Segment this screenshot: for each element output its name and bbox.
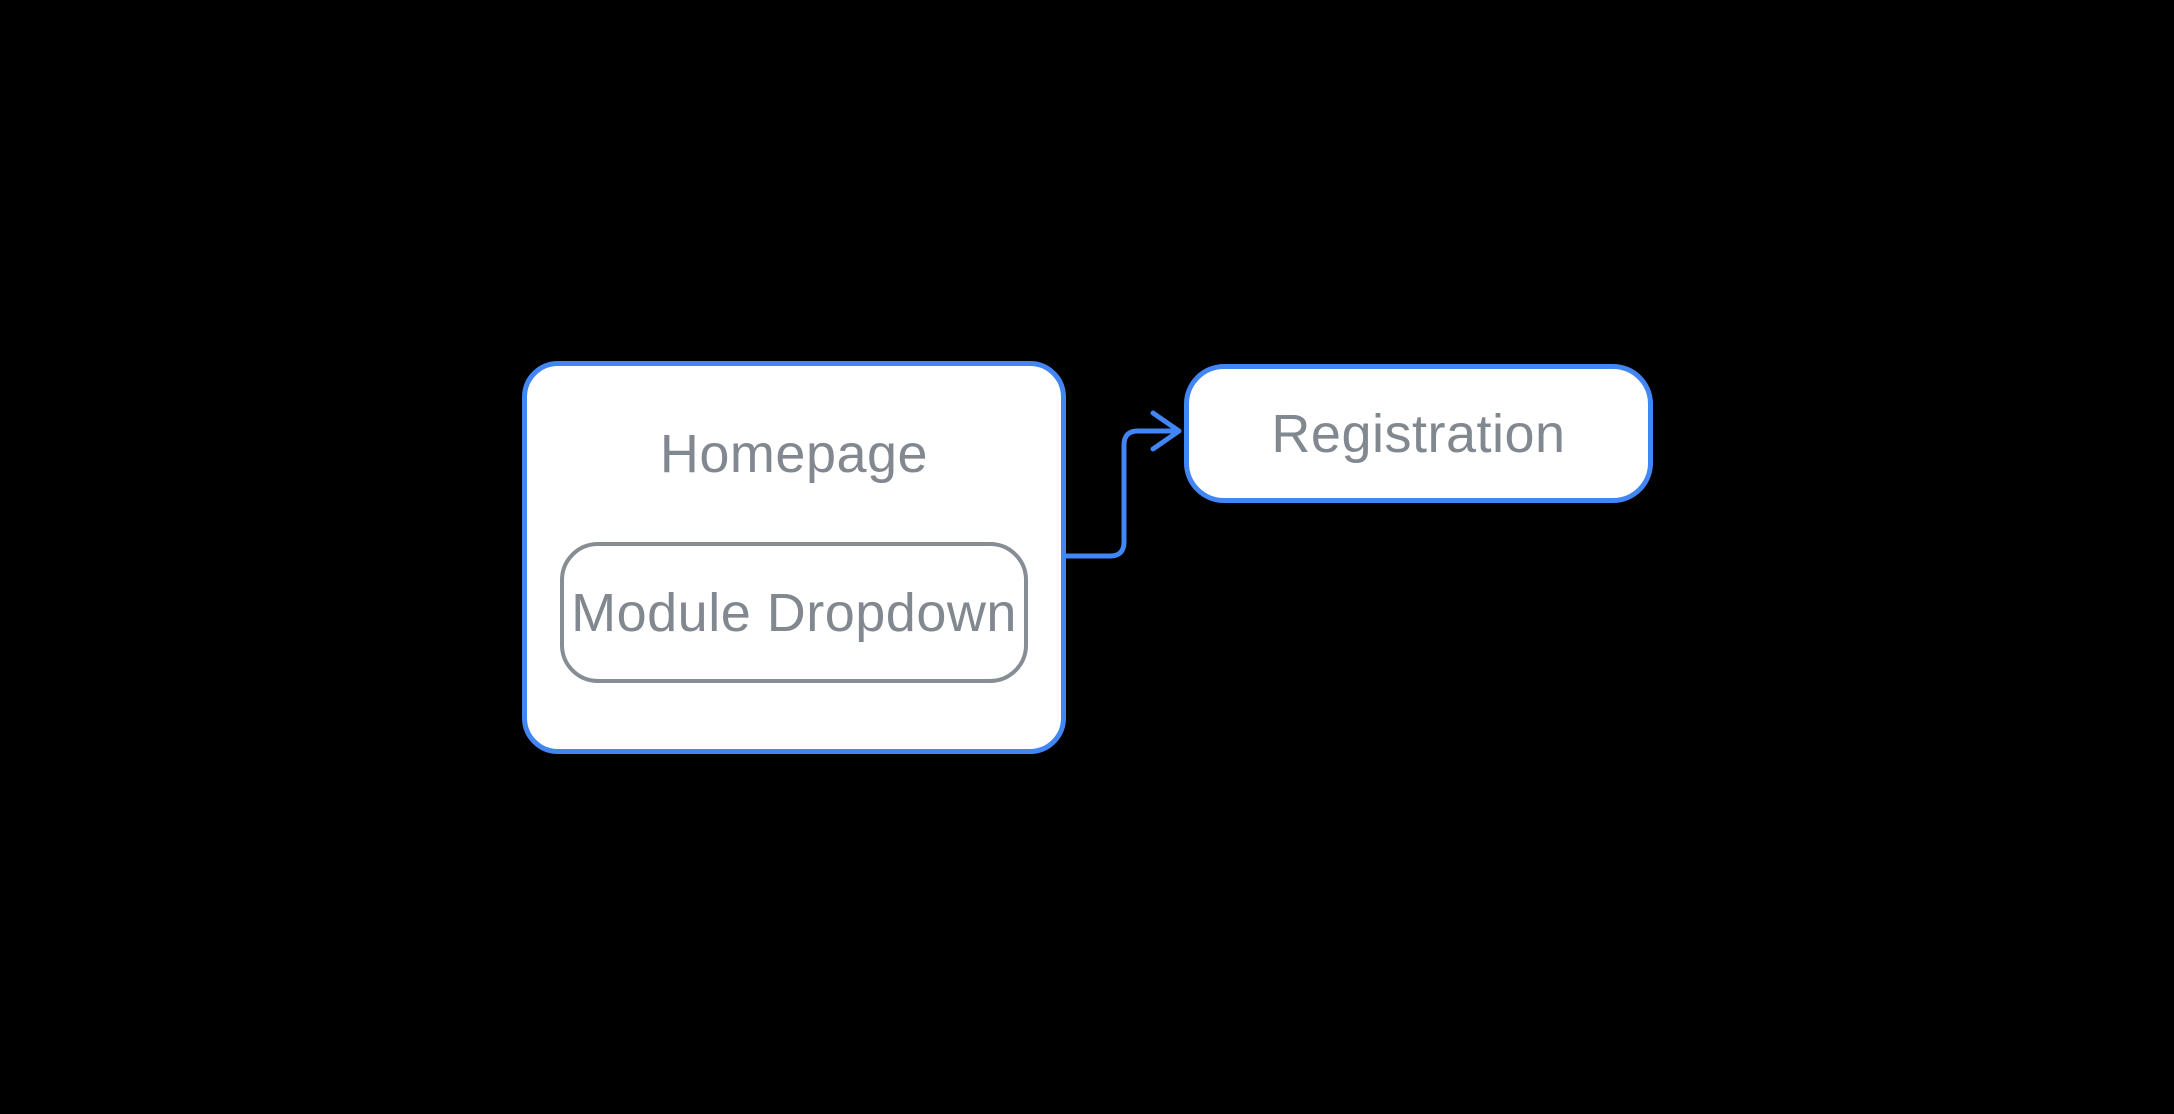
node-homepage-label-area: Homepage: [527, 366, 1061, 542]
node-homepage[interactable]: Homepage Module Dropdown: [522, 361, 1066, 754]
edge-line: [1063, 428, 1180, 559]
node-homepage-label: Homepage: [659, 424, 929, 484]
node-module-dropdown[interactable]: Module Dropdown: [560, 542, 1028, 683]
node-module-dropdown-label: Module Dropdown: [571, 582, 1017, 643]
node-registration-label: Registration: [1271, 403, 1566, 464]
node-registration[interactable]: Registration: [1184, 364, 1653, 503]
edge-arrowhead-icon: [1150, 410, 1182, 452]
